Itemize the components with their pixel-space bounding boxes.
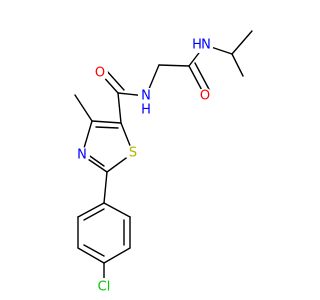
chlorophenyl-ring	[77, 202, 131, 264]
bond-ph-6-1-double	[83, 208, 105, 221]
bond-ch2-carbonyl	[158, 64, 190, 67]
bond-c4-c5	[91, 120, 122, 124]
atom-amide-oxygen: O	[95, 66, 105, 81]
molecule-structure: O N H O H N N S Cl	[74, 30, 253, 295]
bond-c5-carbonyl	[117, 92, 122, 124]
atom-glycyl-oxygen: O	[200, 89, 210, 104]
atom-amide-nitrogen-h: H	[141, 103, 151, 118]
atom-isopropyl-nitrogen: N	[201, 38, 211, 53]
atom-amide-nitrogen: N	[141, 89, 151, 104]
atom-thiazole-nitrogen: N	[77, 148, 87, 163]
bond-ch-me2	[231, 30, 253, 55]
bond-ph-4-5	[77, 247, 105, 264]
bond-thiazole-phenyl	[103, 171, 108, 204]
atom-labels: O N H O H N N S Cl	[74, 37, 213, 295]
bond-c4-c5-double	[95, 126, 119, 129]
bond-glycyl-co-double	[194, 62, 212, 94]
bond-ph-6-1	[77, 202, 105, 218]
thiazole-ring	[81, 120, 134, 173]
bond-ch-me1	[231, 53, 244, 77]
atom-thiazole-sulfur: S	[129, 146, 137, 161]
bond-carbonyl-o-double	[105, 69, 125, 91]
bond-ph-1-2	[103, 202, 131, 218]
atom-chlorine: Cl	[98, 280, 111, 295]
bond-ph-3-4	[103, 247, 131, 264]
bond-ph-4-5-double	[83, 244, 105, 257]
atom-isopropyl-nitrogen-h: H	[192, 38, 202, 53]
bond-methyl	[74, 94, 93, 122]
